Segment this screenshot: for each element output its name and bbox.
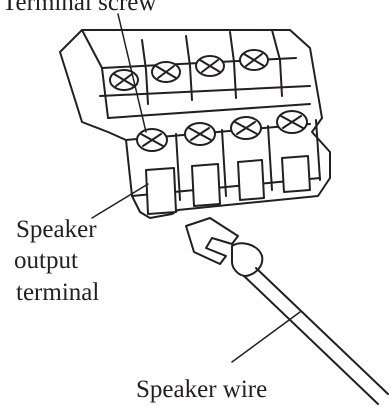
leader-speaker-wire xyxy=(231,311,301,363)
speaker-wire-label: Speaker wire xyxy=(136,376,268,403)
leader-speaker-output-terminal xyxy=(91,183,149,219)
terminal-screw-label: Terminal screw xyxy=(2,0,157,16)
front-row-screws xyxy=(136,110,308,152)
back-row-screws xyxy=(109,49,269,91)
leader-lines xyxy=(91,13,301,363)
speaker-output-terminal-label-line-2: output xyxy=(14,247,78,274)
leader-terminal-screw xyxy=(117,13,147,133)
speaker-output-terminal-label-line-3: terminal xyxy=(16,279,100,306)
speaker-output-terminal-label-line-1: Speaker xyxy=(16,216,97,243)
speaker-wire xyxy=(185,217,389,405)
